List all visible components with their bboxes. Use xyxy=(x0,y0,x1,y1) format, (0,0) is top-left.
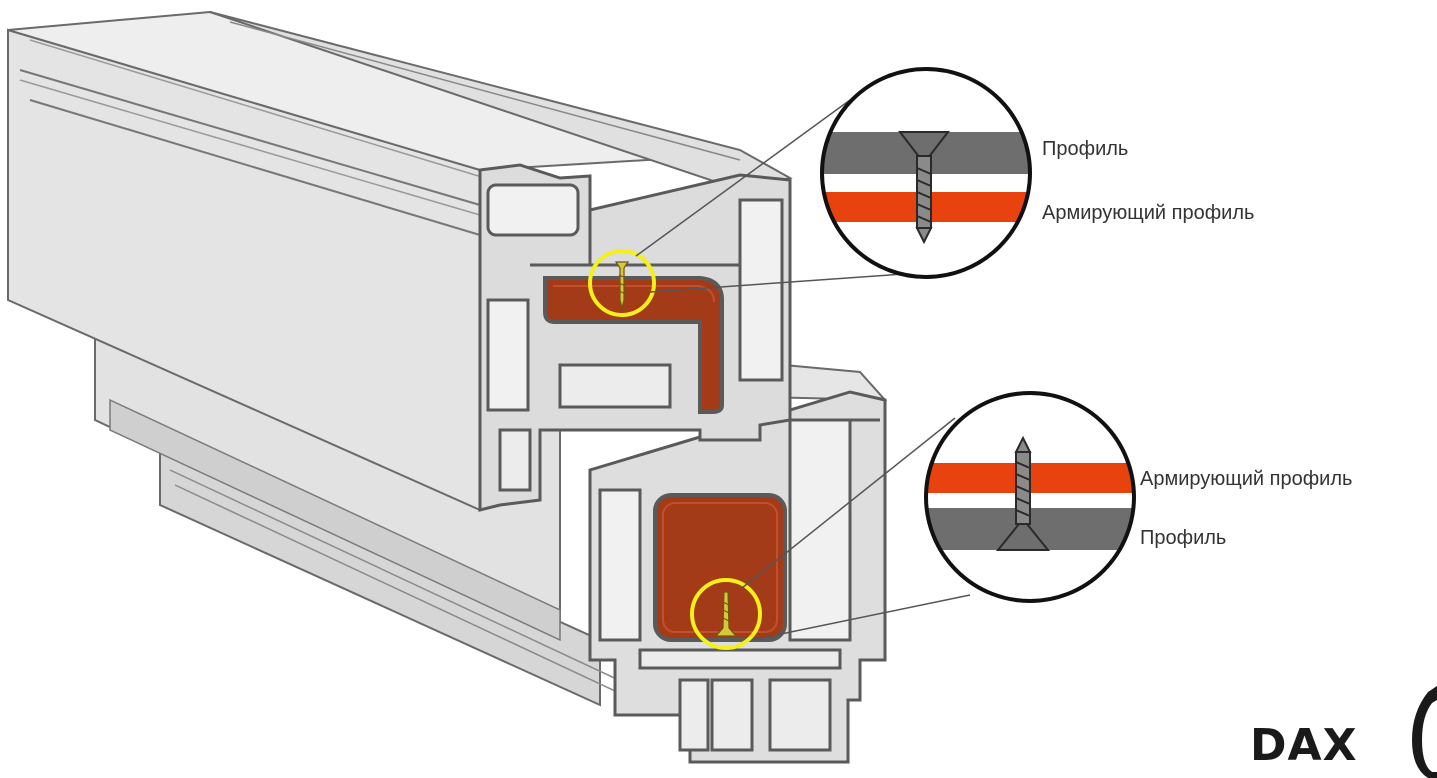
label-top-reinforcement: Армирующий профиль xyxy=(1042,202,1254,224)
upper-reinforcement xyxy=(543,276,724,414)
logo-text: DAX xyxy=(1250,720,1358,771)
magnifier-top xyxy=(820,67,1032,279)
highlight-ring-bottom xyxy=(690,578,762,650)
screw-top-icon xyxy=(614,261,630,309)
label-top-profile: Профиль xyxy=(1042,138,1128,160)
dax-logo: DAX xyxy=(1250,686,1437,778)
label-bottom-reinforcement: Армирующий профиль xyxy=(1140,468,1352,490)
lower-reinforcement xyxy=(653,493,787,642)
screw-bottom-icon xyxy=(714,591,738,637)
magnifier-bottom xyxy=(924,391,1136,603)
highlight-ring-top xyxy=(588,249,656,317)
label-bottom-profile: Профиль xyxy=(1140,527,1226,549)
upper-profile xyxy=(7,10,793,512)
